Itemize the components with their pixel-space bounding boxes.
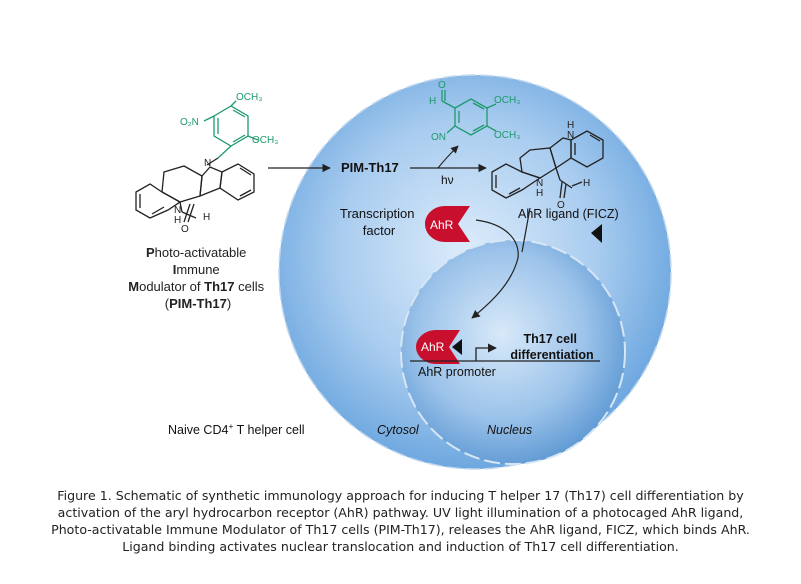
- ahr-cytosolic-shape: [425, 206, 470, 242]
- nh-h-label: H: [174, 215, 181, 226]
- ficz-ligand-wedge: [591, 224, 602, 243]
- byproduct-h-label: H: [429, 96, 436, 107]
- ficz-h-label: H: [583, 178, 590, 189]
- byproduct-o-label: O: [438, 80, 446, 91]
- released-byproduct-arrow: [437, 145, 459, 169]
- pim-th17-structure: [135, 100, 259, 223]
- nucleus-label: Nucleus: [487, 423, 532, 437]
- ficz-o-label: O: [557, 200, 565, 211]
- byproduct-och3-top-label: OCH₃: [494, 95, 520, 106]
- ligand-binding-curve: [475, 219, 519, 259]
- nucleus: [400, 239, 626, 465]
- transcription-factor-label: Transcription factor: [340, 206, 418, 238]
- ficz-structure: [491, 130, 604, 199]
- aldehyde-o-label: O: [181, 224, 189, 235]
- byproduct-on-label: ON: [431, 132, 446, 143]
- ficz-h2-label: H: [536, 188, 543, 199]
- ahr-promoter-label: AhR promoter: [418, 365, 496, 379]
- nitro-label: O₂N: [180, 117, 199, 128]
- ahr-ligand-label: AhR ligand (FICZ): [518, 207, 619, 221]
- cytosol-label: Cytosol: [377, 423, 420, 437]
- nitroso-byproduct-structure: [441, 90, 497, 136]
- pim-th17-label: PIM-Th17: [341, 160, 399, 175]
- ficz-n2-label: N: [536, 178, 543, 189]
- ficz-atoms: H N N H O H: [536, 120, 590, 211]
- bound-ligand-wedge: [452, 339, 462, 355]
- hv-label: hν: [441, 173, 454, 187]
- nitroso-byproduct-atoms: O H OCH₃ ON OCH₃: [429, 80, 520, 143]
- ligand-down-line: [521, 207, 531, 253]
- figure-caption: Figure 1. Schematic of synthetic immunol…: [51, 488, 750, 554]
- ahr-nuclear-label: AhR: [421, 340, 445, 354]
- methoxy-top-label: OCH₃: [236, 92, 262, 103]
- ficz-nh-h-label: H: [567, 120, 574, 131]
- nuclear-translocation-arrow: [471, 257, 519, 319]
- ahr-cytosolic-label: AhR: [430, 218, 454, 232]
- ahr-nuclear-shape: [416, 330, 460, 364]
- pim-th17-atoms: O₂N OCH₃ OCH₃ N N H O H: [174, 92, 278, 235]
- transcription-start-arrow: [475, 343, 497, 361]
- schematic-figure: O₂N OCH₃ OCH₃ N N H O H Photo-activatabl…: [128, 74, 672, 470]
- naive-cell-label: Naive CD4+ T helper cell: [168, 421, 305, 437]
- nh-n-label: N: [174, 205, 181, 216]
- n-label: N: [204, 158, 211, 169]
- pim-th17-name: Photo-activatable Immune Modulator of Th…: [128, 245, 267, 311]
- ficz-nh-n-label: N: [567, 130, 574, 141]
- th17-differentiation-label: Th17 cell differentiation: [510, 332, 593, 362]
- byproduct-och3-bottom-label: OCH₃: [494, 130, 520, 141]
- methoxy-right-label: OCH₃: [252, 135, 278, 146]
- aldehyde-h-label: H: [203, 212, 210, 223]
